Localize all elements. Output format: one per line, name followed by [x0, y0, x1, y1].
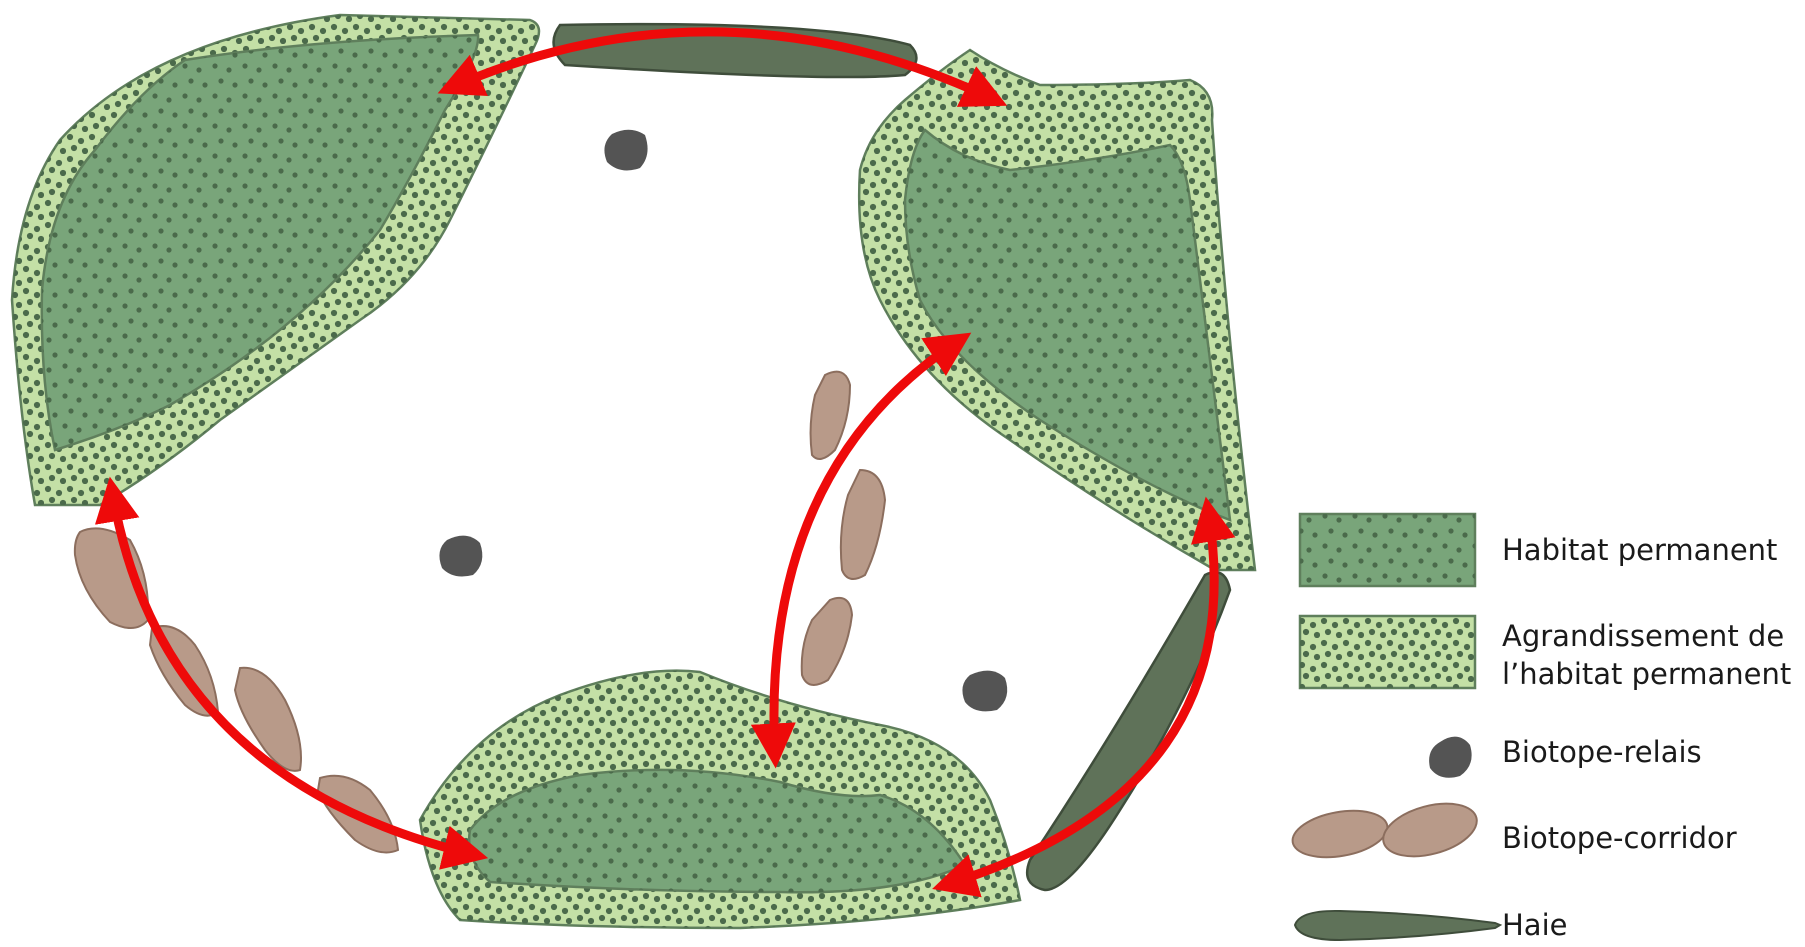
corridor-swatch-2 — [1377, 794, 1482, 865]
legend-item-extension: Agrandissement de l’habitat permanent — [1300, 616, 1791, 691]
legend-label-haie: Haie — [1502, 908, 1567, 942]
relais-swatch — [1429, 737, 1472, 778]
haie-swatch — [1295, 911, 1500, 940]
legend-label-extension-line2: l’habitat permanent — [1502, 657, 1791, 691]
legend-label-habitat: Habitat permanent — [1502, 533, 1777, 567]
habitat-bottom — [420, 671, 1020, 928]
legend-label-corridor: Biotope-corridor — [1502, 821, 1737, 855]
legend-item-habitat: Habitat permanent — [1300, 514, 1777, 586]
biotope-relais-3 — [962, 671, 1007, 712]
legend: Habitat permanent Agrandissement de l’ha… — [1289, 514, 1791, 942]
biotope-relais-2 — [439, 536, 482, 577]
legend-label-relais: Biotope-relais — [1502, 735, 1702, 769]
legend-item-relais: Biotope-relais — [1429, 735, 1702, 778]
legend-item-corridor: Biotope-corridor — [1289, 794, 1737, 865]
habitat-top-right — [859, 50, 1255, 570]
corridor-swatch-1 — [1289, 804, 1391, 864]
biotope-corridor-left — [75, 528, 398, 852]
legend-item-haie: Haie — [1295, 908, 1567, 942]
legend-label-extension-line1: Agrandissement de — [1502, 619, 1784, 653]
biotope-relais-1 — [604, 130, 647, 171]
